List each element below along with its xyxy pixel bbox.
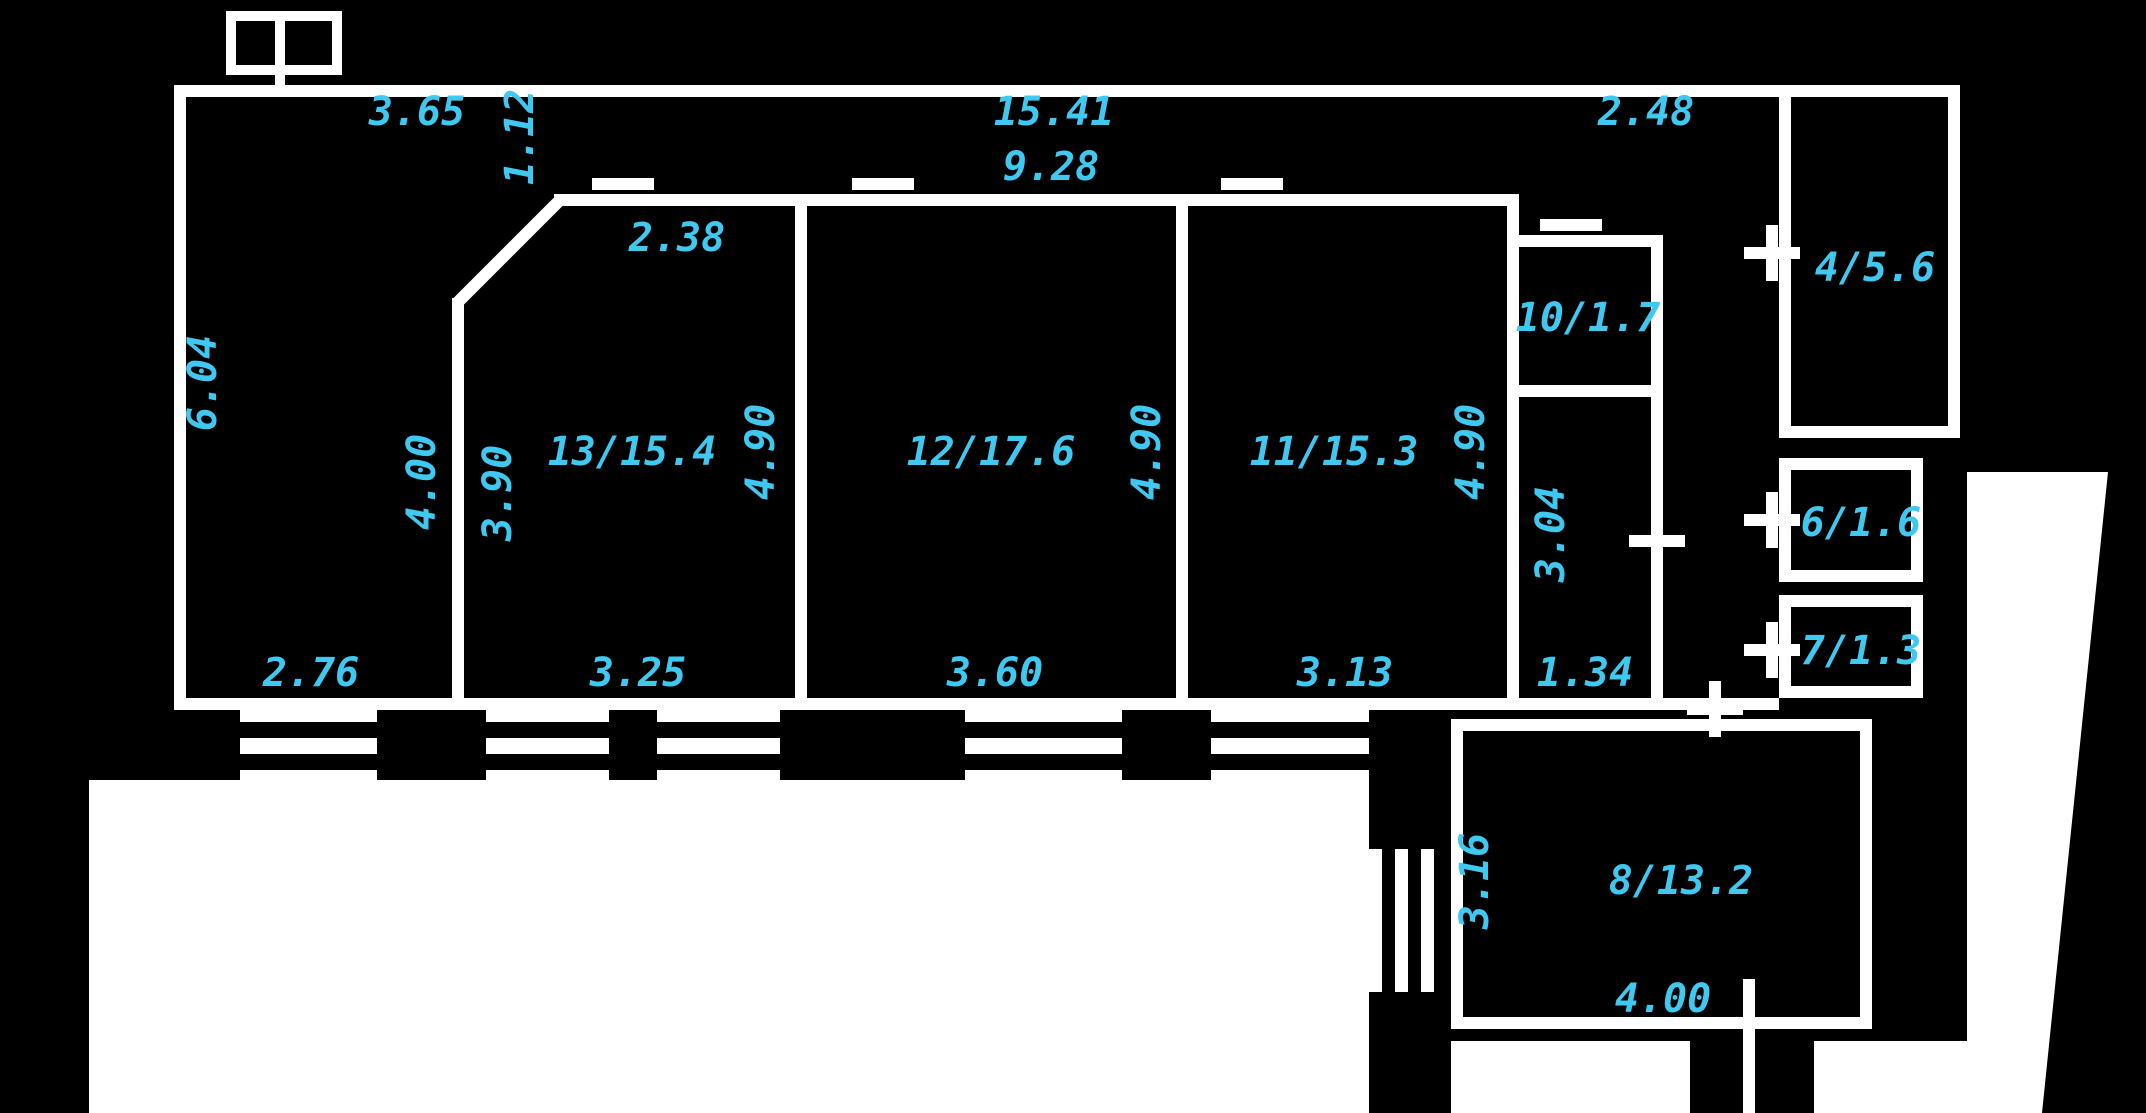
dim-left-room-width: 2.76	[262, 650, 360, 696]
wall-top-inner	[554, 194, 1519, 206]
door-marker-room4	[1744, 225, 1800, 281]
dim-room8-height: 3.16	[1452, 832, 1498, 930]
dim-room12-height: 4.90	[1124, 403, 1170, 501]
door-marker-room12	[852, 178, 914, 190]
window-room8	[1369, 849, 1447, 992]
wall-room13-room12	[795, 194, 807, 710]
door-marker-room6	[1744, 492, 1800, 548]
door-marker-corridor	[1629, 513, 1685, 569]
door-marker-room7	[1744, 622, 1800, 678]
wall-top-outer	[174, 85, 1791, 97]
dim-room11-height: 4.90	[1448, 403, 1494, 501]
wall-room10-bottom	[1507, 385, 1663, 397]
dim-room11-width: 3.13	[1296, 650, 1394, 696]
room-label-4: 4/5.6	[1814, 245, 1936, 291]
door-marker-room8	[1687, 681, 1743, 737]
chimney-bottom-stem	[1743, 979, 1755, 1113]
room-label-10: 10/1.7	[1515, 295, 1661, 341]
exterior-wedge	[1967, 472, 2108, 1113]
door-marker-room10	[1540, 219, 1602, 231]
room-label-8: 8/13.2	[1608, 858, 1754, 904]
dim-room13-top: 2.38	[628, 215, 726, 261]
window-room13-a	[486, 706, 609, 782]
wall-left-outer	[174, 85, 186, 710]
dim-corridor-height: 3.04	[1528, 485, 1574, 583]
exterior-area-bottom-left	[89, 780, 1369, 1113]
room-label-7: 7/1.3	[1800, 628, 1922, 674]
dim-left-room-right-height: 4.00	[399, 433, 445, 531]
window-room13-b	[657, 706, 780, 782]
room-6-outline	[1779, 458, 1923, 582]
room-label-12: 12/17.6	[906, 429, 1076, 475]
door-marker-room13	[592, 178, 654, 190]
dim-diagonal: 1.12	[497, 88, 543, 186]
dim-left-room-top: 3.65	[368, 89, 466, 135]
window-room11	[1211, 706, 1369, 782]
wall-corridor-right	[1651, 235, 1663, 710]
dim-room13-left-height: 3.90	[475, 444, 521, 542]
room-7-outline	[1779, 595, 1923, 698]
dim-corridor-width: 1.34	[1536, 650, 1634, 696]
wall-room11-corridor	[1507, 194, 1519, 710]
chimney-top-divider	[275, 11, 285, 75]
diagonal-wall	[453, 195, 565, 307]
room-label-6: 6/1.6	[1800, 500, 1922, 546]
window-room12	[965, 706, 1122, 782]
room-label-13: 13/15.4	[547, 429, 717, 475]
dim-room13-width: 3.25	[589, 650, 687, 696]
dim-top-inner: 9.28	[1002, 144, 1100, 190]
wall-room12-room11	[1176, 194, 1188, 710]
dim-room8-width: 4.00	[1614, 976, 1712, 1022]
room-4-outline	[1779, 85, 1960, 438]
dim-left-room-height: 6.04	[180, 334, 226, 432]
dim-room12-width: 3.60	[946, 650, 1044, 696]
room-label-11: 11/15.3	[1249, 429, 1419, 475]
window-leftroom	[240, 706, 377, 782]
dim-room13-height: 4.90	[738, 403, 784, 501]
dim-top-total: 15.41	[993, 89, 1115, 135]
door-marker-room11	[1221, 178, 1283, 190]
dim-top-right: 2.48	[1597, 89, 1695, 135]
wall-room10-top	[1507, 235, 1663, 247]
room-8-outline	[1451, 719, 1872, 1029]
wall-leftroom-right	[452, 298, 464, 710]
